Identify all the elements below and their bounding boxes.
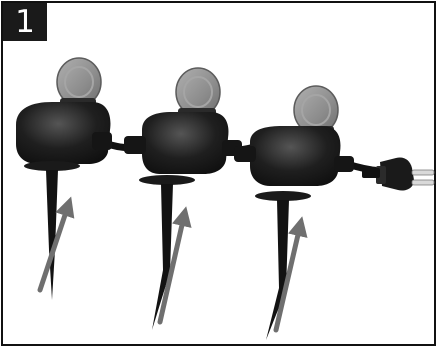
socket-2 (124, 68, 242, 174)
ground-spike-1 (24, 161, 80, 300)
socket-3-body (250, 126, 340, 186)
socket-3 (234, 86, 354, 186)
ground-spike-3 (255, 191, 311, 340)
ground-spike-2 (139, 175, 195, 330)
plug (362, 157, 434, 190)
plug-pin-top (412, 170, 434, 175)
socket-1 (16, 58, 112, 164)
plug-pin-bottom (412, 180, 434, 185)
socket-2-body (142, 112, 228, 174)
